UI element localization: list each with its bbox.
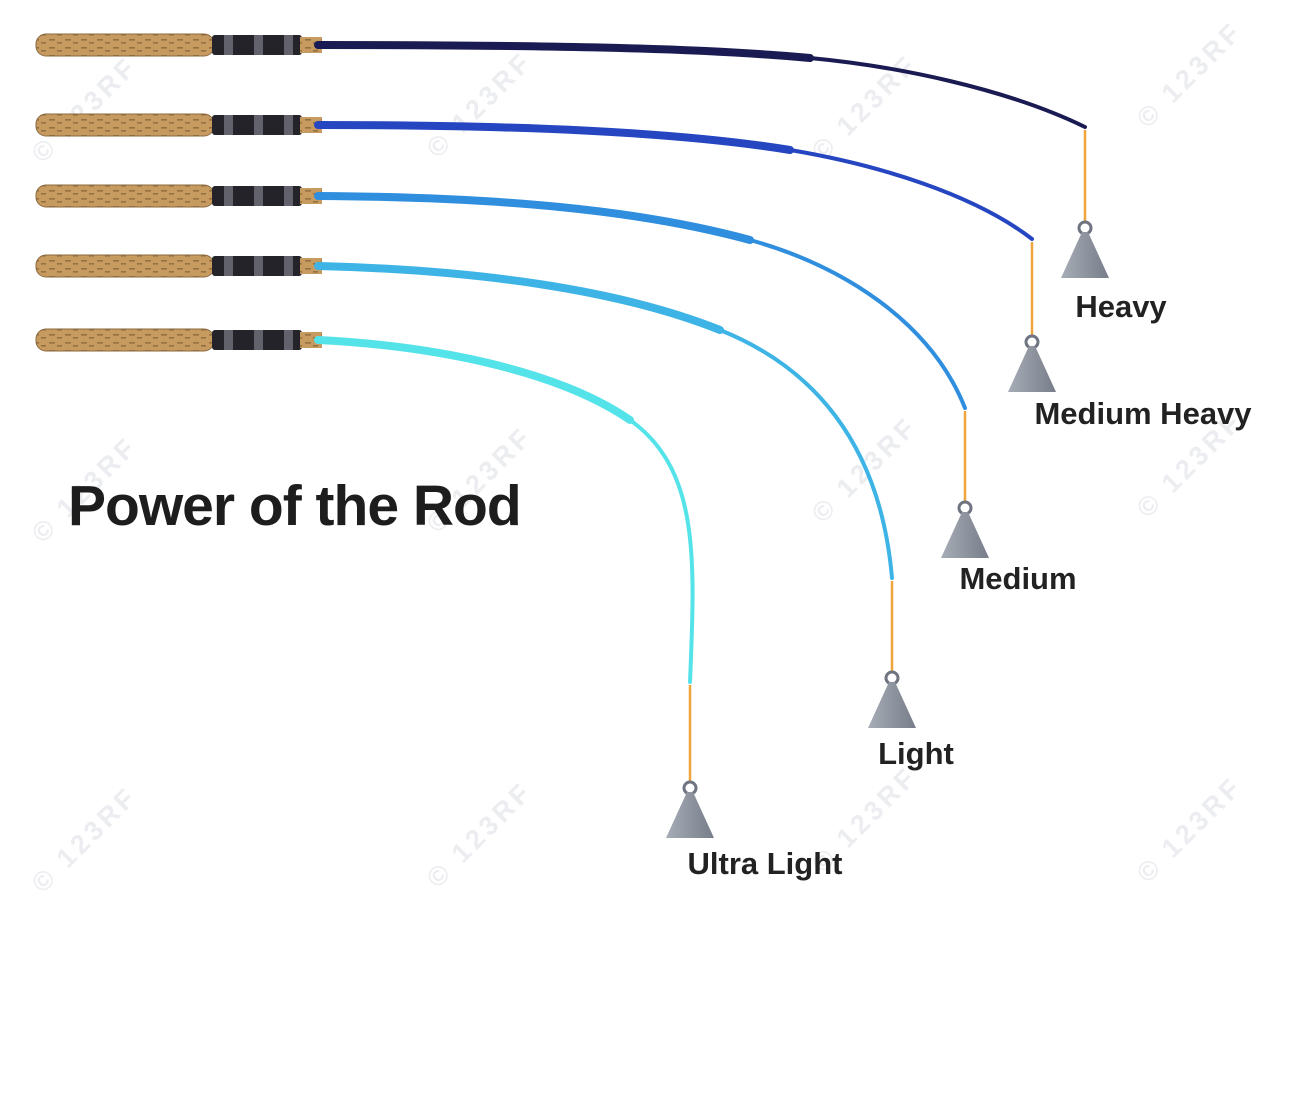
rod-light xyxy=(35,254,918,730)
label-heavy: Heavy xyxy=(1075,289,1167,324)
page-title: Power of the Rod xyxy=(68,474,522,538)
rod-tip xyxy=(808,56,1087,129)
label-ultra-light: Ultra Light xyxy=(687,846,843,881)
rod-blank xyxy=(314,41,814,62)
rod-handle xyxy=(35,184,323,208)
label-medium-heavy: Medium Heavy xyxy=(1034,396,1252,431)
rod-tip xyxy=(718,328,894,580)
rod-blank xyxy=(314,262,724,334)
rod-tip xyxy=(628,418,695,684)
rod-heavy xyxy=(35,33,1111,280)
weight-sinker xyxy=(1006,334,1058,394)
label-light: Light xyxy=(878,736,954,771)
rod-blank xyxy=(314,192,754,244)
rod-blank xyxy=(314,336,634,424)
rod-handle xyxy=(35,33,323,57)
rod-medium xyxy=(35,184,991,560)
rod-tip xyxy=(748,238,967,410)
rod-handle xyxy=(35,254,323,278)
rod-blank xyxy=(314,121,794,154)
rod-tip xyxy=(788,148,1034,241)
weight-sinker xyxy=(866,670,918,730)
rod-medium-heavy xyxy=(35,113,1058,394)
weight-sinker xyxy=(939,500,991,560)
label-medium: Medium xyxy=(959,561,1077,596)
weight-sinker xyxy=(664,780,716,840)
rod-ultra-light xyxy=(35,328,716,840)
rod-handle xyxy=(35,113,323,137)
weight-sinker xyxy=(1059,220,1111,280)
rod-handle xyxy=(35,328,323,352)
